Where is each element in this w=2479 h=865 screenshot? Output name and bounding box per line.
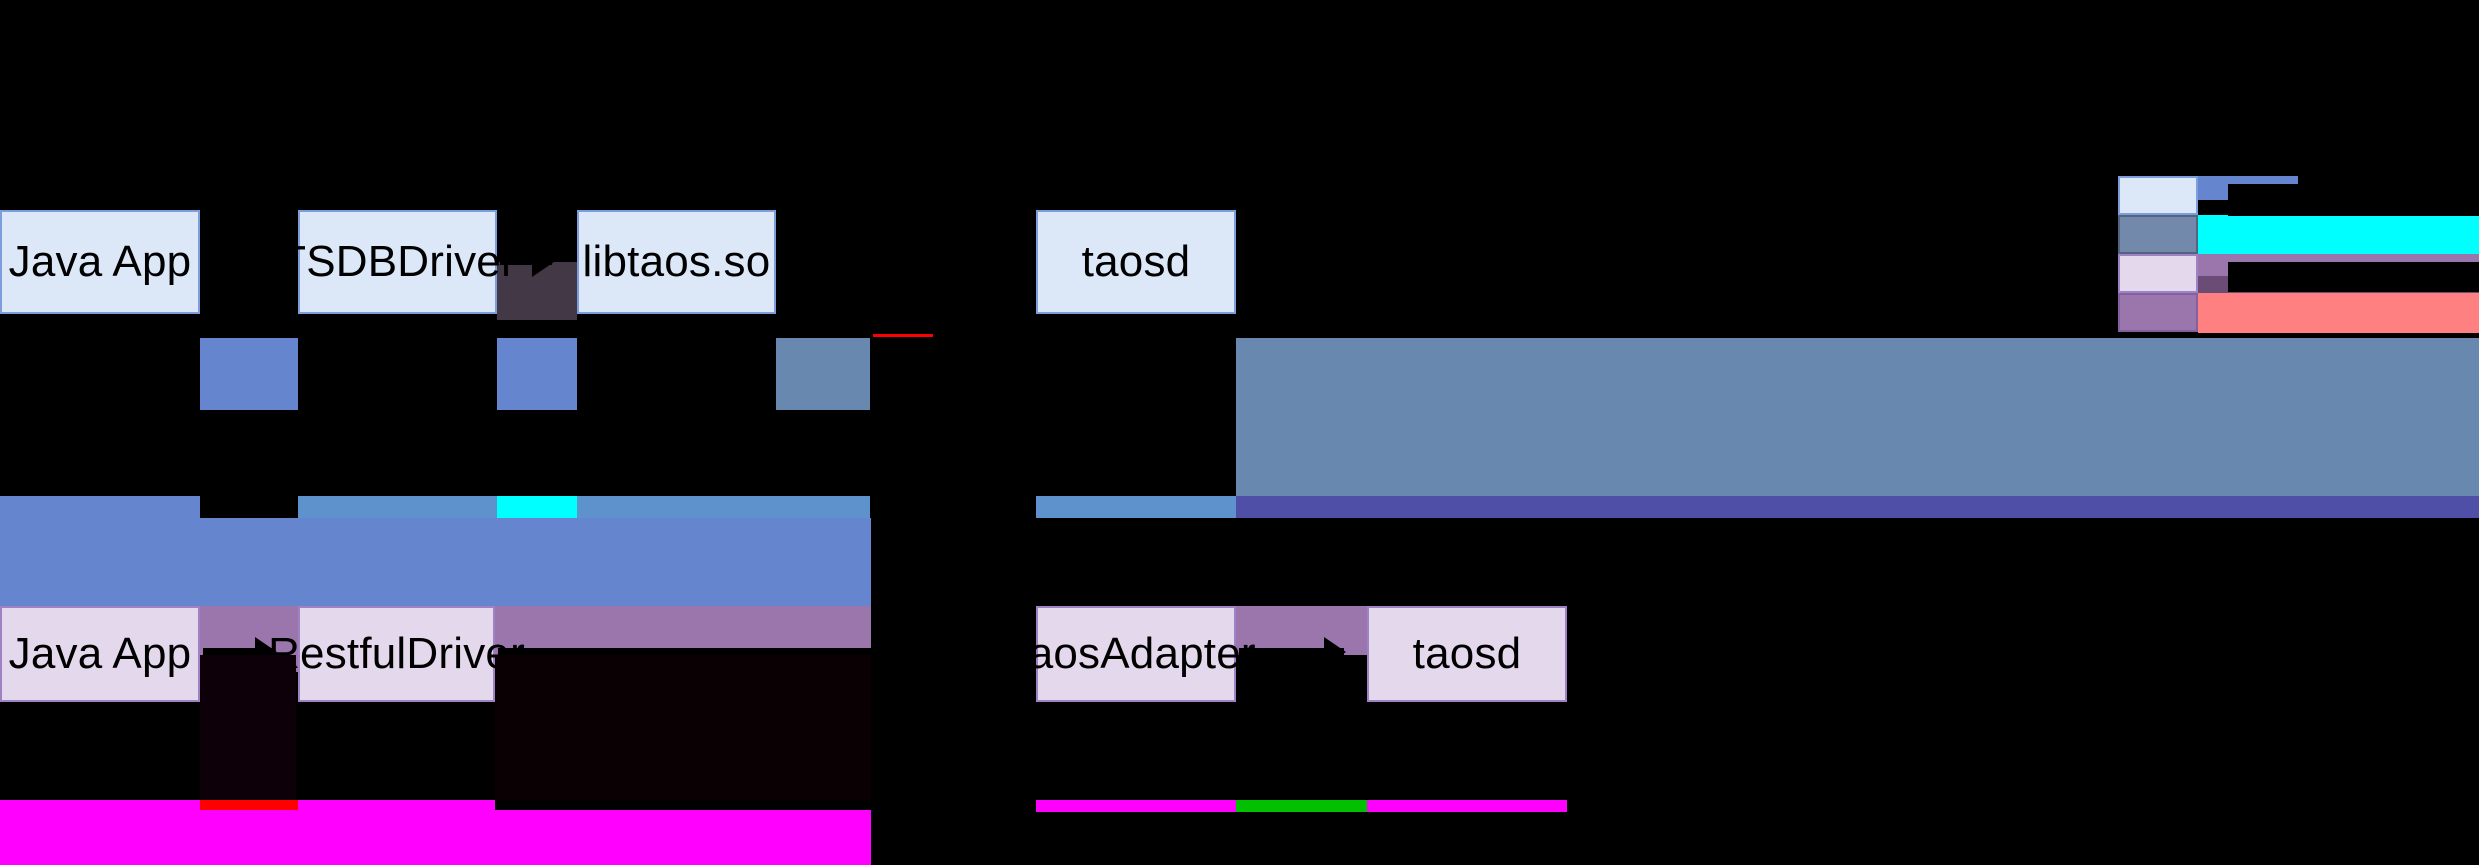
band-magenta-under-javaapp2 — [0, 800, 200, 865]
node-label: RestfulDriver — [268, 629, 525, 678]
band-separator-periwinkle — [0, 518, 871, 606]
node-label: taosd — [1412, 629, 1522, 678]
band-green-accent-r2 — [1236, 800, 1367, 812]
band-indigo-right — [1236, 496, 2479, 518]
node-libtaos[interactable]: libtaos.so — [577, 210, 776, 314]
band-cyan-accent — [497, 496, 577, 518]
node-java-app-rest[interactable]: Java App — [0, 606, 200, 702]
band-magenta-under-restfuldriver — [298, 800, 495, 865]
legend-swatch-violet — [2118, 254, 2198, 293]
node-tsdb-driver[interactable]: TSDBDriver — [279, 210, 516, 314]
band-legend-cyan — [2198, 215, 2479, 254]
node-taos-adapter[interactable]: taosAdapter — [1016, 606, 1256, 702]
legend-swatch-mauve — [2118, 293, 2198, 332]
band-steel-under-taosd — [1036, 496, 1236, 518]
glitch-mask-legend-right — [2299, 176, 2479, 200]
band-red-hairline — [873, 334, 933, 337]
legend-swatch-slate — [2118, 215, 2198, 254]
node-label: taosd — [1081, 237, 1191, 286]
node-label: TSDBDriver — [279, 237, 516, 286]
legend — [2118, 176, 2479, 332]
legend-item-4[interactable] — [2118, 293, 2479, 332]
glitch-mask-r1-gap2 — [933, 210, 1036, 338]
band-periwinkle-r1a — [200, 338, 298, 410]
glitch-mask-legend-left — [0, 176, 2118, 210]
glitch-mask-r2-bottom — [871, 812, 2479, 865]
arrow-tsdbdriver-to-libtaos — [500, 247, 554, 277]
legend-swatch-blue — [2118, 176, 2198, 215]
arrow-taosadapter-to-taosd2 — [1239, 637, 1346, 667]
glitch-mask-r1-a — [200, 262, 295, 320]
band-red-accent-r2 — [200, 800, 298, 810]
band-strip-under-tsdbdriver — [298, 496, 497, 518]
band-periwinkle-r1b — [497, 338, 577, 410]
band-legend-salmon — [2198, 293, 2479, 333]
node-label: Java App — [8, 237, 192, 286]
glitch-mask-r1-b — [776, 262, 870, 320]
legend-item-2[interactable] — [2118, 215, 2479, 254]
band-strip-under-javaapp — [0, 496, 200, 518]
glitch-mask-legend-3 — [2228, 262, 2479, 292]
node-taosd-rest[interactable]: taosd — [1367, 606, 1567, 702]
node-taosd-native[interactable]: taosd — [1036, 210, 1236, 314]
glitch-mask-r1-gap — [871, 338, 1036, 606]
node-label: libtaos.so — [582, 237, 771, 286]
legend-item-3[interactable] — [2118, 254, 2479, 293]
band-magenta-under-taosadapter — [1036, 800, 1236, 812]
node-label: taosAdapter — [1016, 629, 1256, 678]
legend-item-1[interactable] — [2118, 176, 2479, 215]
glitch-mask-r2-a — [200, 655, 296, 800]
band-strip-under-libtaos — [577, 496, 870, 518]
glitch-mask-r2-c — [1236, 655, 1367, 800]
node-restful-driver[interactable]: RestfulDriver — [268, 606, 525, 702]
arrow-javaapp2-to-restfuldriver — [203, 637, 277, 667]
node-java-app-native[interactable]: Java App — [0, 210, 200, 314]
band-steel-right — [1236, 338, 2479, 510]
node-label: Java App — [8, 629, 192, 678]
band-steel-r1c — [776, 338, 870, 410]
glitch-mask-r2-b — [495, 655, 871, 800]
glitch-mask-legend-top — [0, 0, 2479, 176]
